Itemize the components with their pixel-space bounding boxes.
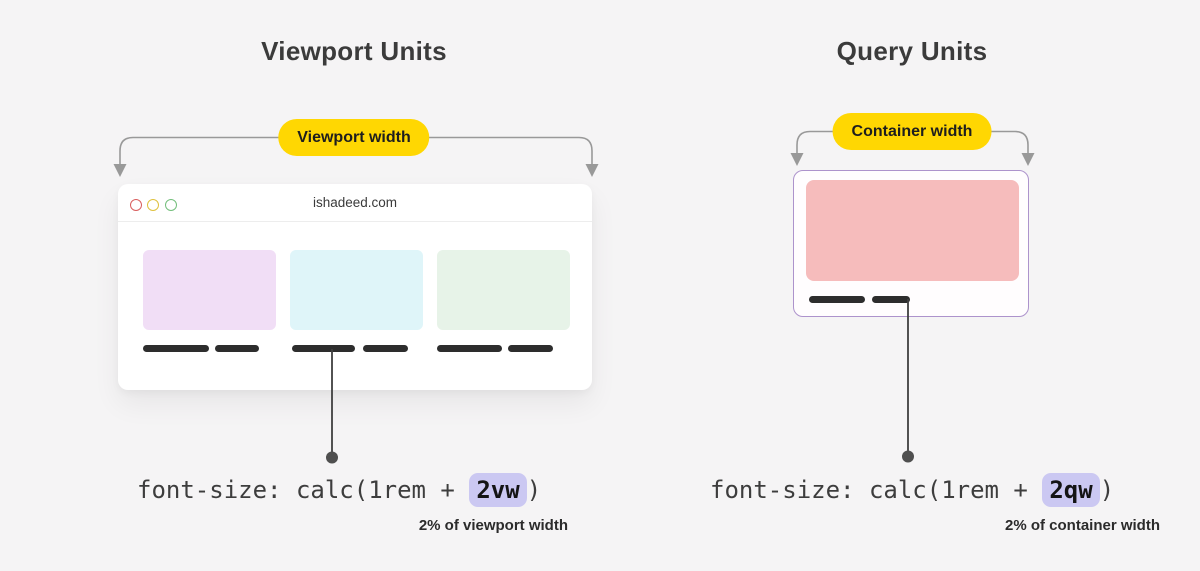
arrow-down-icon [113, 164, 127, 177]
address-bar-url: ishadeed.com [312, 195, 398, 210]
viewport-caption: 2% of viewport width [418, 517, 568, 534]
vw-unit-highlight: 2vw [469, 473, 527, 507]
text-line-dash [508, 345, 553, 352]
code-suffix: ) [526, 476, 542, 504]
text-line-dash [809, 296, 865, 303]
text-line-dash [215, 345, 259, 352]
code-prefix: font-size: calc(1rem + [137, 476, 470, 504]
text-line-dash [363, 345, 408, 352]
content-card-lavender [143, 250, 276, 330]
text-line-dash [143, 345, 209, 352]
container-pointer-dot [902, 450, 914, 463]
content-card-cyan [290, 250, 423, 330]
container-width-pill: Container width [832, 113, 992, 150]
container-card-pink [806, 180, 1019, 281]
qw-unit-highlight: 2qw [1042, 473, 1100, 507]
query-units-title: Query Units [836, 36, 988, 66]
arrow-down-icon [585, 164, 599, 177]
arrow-down-icon [1021, 153, 1035, 166]
arrow-down-icon [790, 153, 804, 166]
viewport-units-title: Viewport Units [261, 36, 447, 66]
text-line-dash [437, 345, 502, 352]
viewport-code-snippet: font-size: calc(1rem + 2vw) [137, 471, 541, 509]
query-code-snippet: font-size: calc(1rem + 2qw) [710, 471, 1114, 509]
query-container-mockup [793, 170, 1029, 317]
code-suffix: ) [1099, 476, 1115, 504]
text-line-dash [292, 345, 355, 352]
text-line-dash [872, 296, 910, 303]
browser-topbar: ishadeed.com [118, 184, 592, 222]
content-card-green [437, 250, 570, 330]
container-caption: 2% of container width [1004, 517, 1160, 534]
viewport-pointer-dot [326, 451, 338, 464]
traffic-light-green-icon [165, 199, 177, 211]
viewport-width-pill: Viewport width [278, 119, 430, 156]
code-prefix: font-size: calc(1rem + [710, 476, 1043, 504]
traffic-light-yellow-icon [147, 199, 159, 211]
browser-window-mockup: ishadeed.com [118, 184, 592, 390]
traffic-light-red-icon [130, 199, 142, 211]
